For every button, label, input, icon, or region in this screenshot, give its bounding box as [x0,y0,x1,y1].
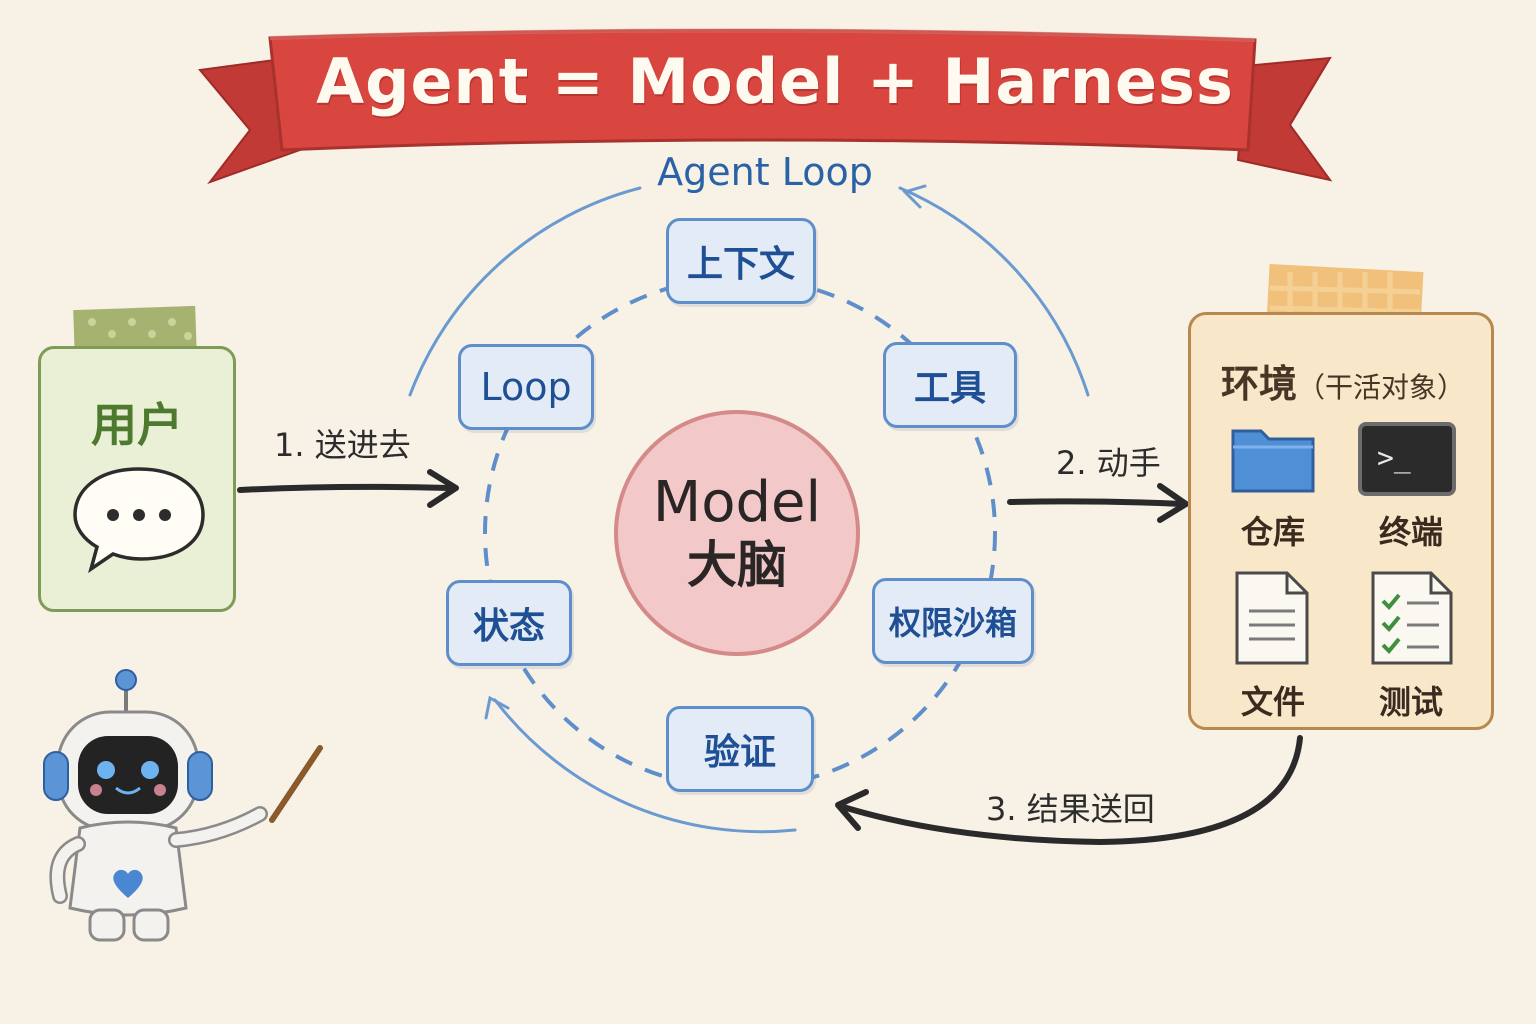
terminal-prompt: >_ [1377,441,1411,475]
label-terminal: 终端 [1378,513,1443,551]
model-label: Model [652,470,822,535]
node-context[interactable]: 上下文 [666,218,816,304]
step-return-label: 3. 结果送回 [986,790,1155,828]
page-title: Agent = Model + Harness [316,44,1234,118]
user-card-tape [73,305,197,359]
user-title: 用户 [91,398,183,452]
label-repo: 仓库 [1240,513,1305,551]
node-verify[interactable]: 验证 [666,706,814,792]
node-tools[interactable]: 工具 [883,342,1017,428]
environment-title-main: 环境 [1221,362,1298,406]
arrow-act [1007,483,1189,523]
brain-label: 大脑 [687,536,787,594]
step-act-label: 2. 动手 [1056,444,1161,482]
arrow-return [835,735,1303,845]
arrow-send [237,469,459,508]
title-banner [198,28,1333,185]
folder-icon[interactable] [1229,419,1317,495]
node-loop[interactable]: Loop [458,344,594,430]
environment-subtitle: （干活对象） [1297,371,1466,404]
speech-bubble-icon [73,467,205,574]
step-send-label: 1. 送进去 [274,426,411,464]
terminal-icon[interactable]: >_ [1357,421,1457,497]
user-tape-dots [88,318,192,340]
outer-loop-arcs [408,184,1090,834]
node-sandbox[interactable]: 权限沙箱 [872,578,1034,664]
label-tests: 测试 [1378,683,1443,721]
environment-title: 环境（干活对象） [1221,353,1465,408]
robot-mascot-icon [43,669,323,942]
agent-loop-label: Agent Loop [657,150,873,194]
model-brain: Model 大脑 [614,410,860,656]
node-state[interactable]: 状态 [446,580,572,666]
label-files: 文件 [1240,683,1305,721]
user-card[interactable]: 用户 [38,346,236,612]
checklist-icon[interactable] [1369,569,1455,667]
environment-card: 环境（干活对象） 仓库 >_ 终端 文件 测试 [1188,312,1494,730]
document-icon[interactable] [1233,569,1311,667]
